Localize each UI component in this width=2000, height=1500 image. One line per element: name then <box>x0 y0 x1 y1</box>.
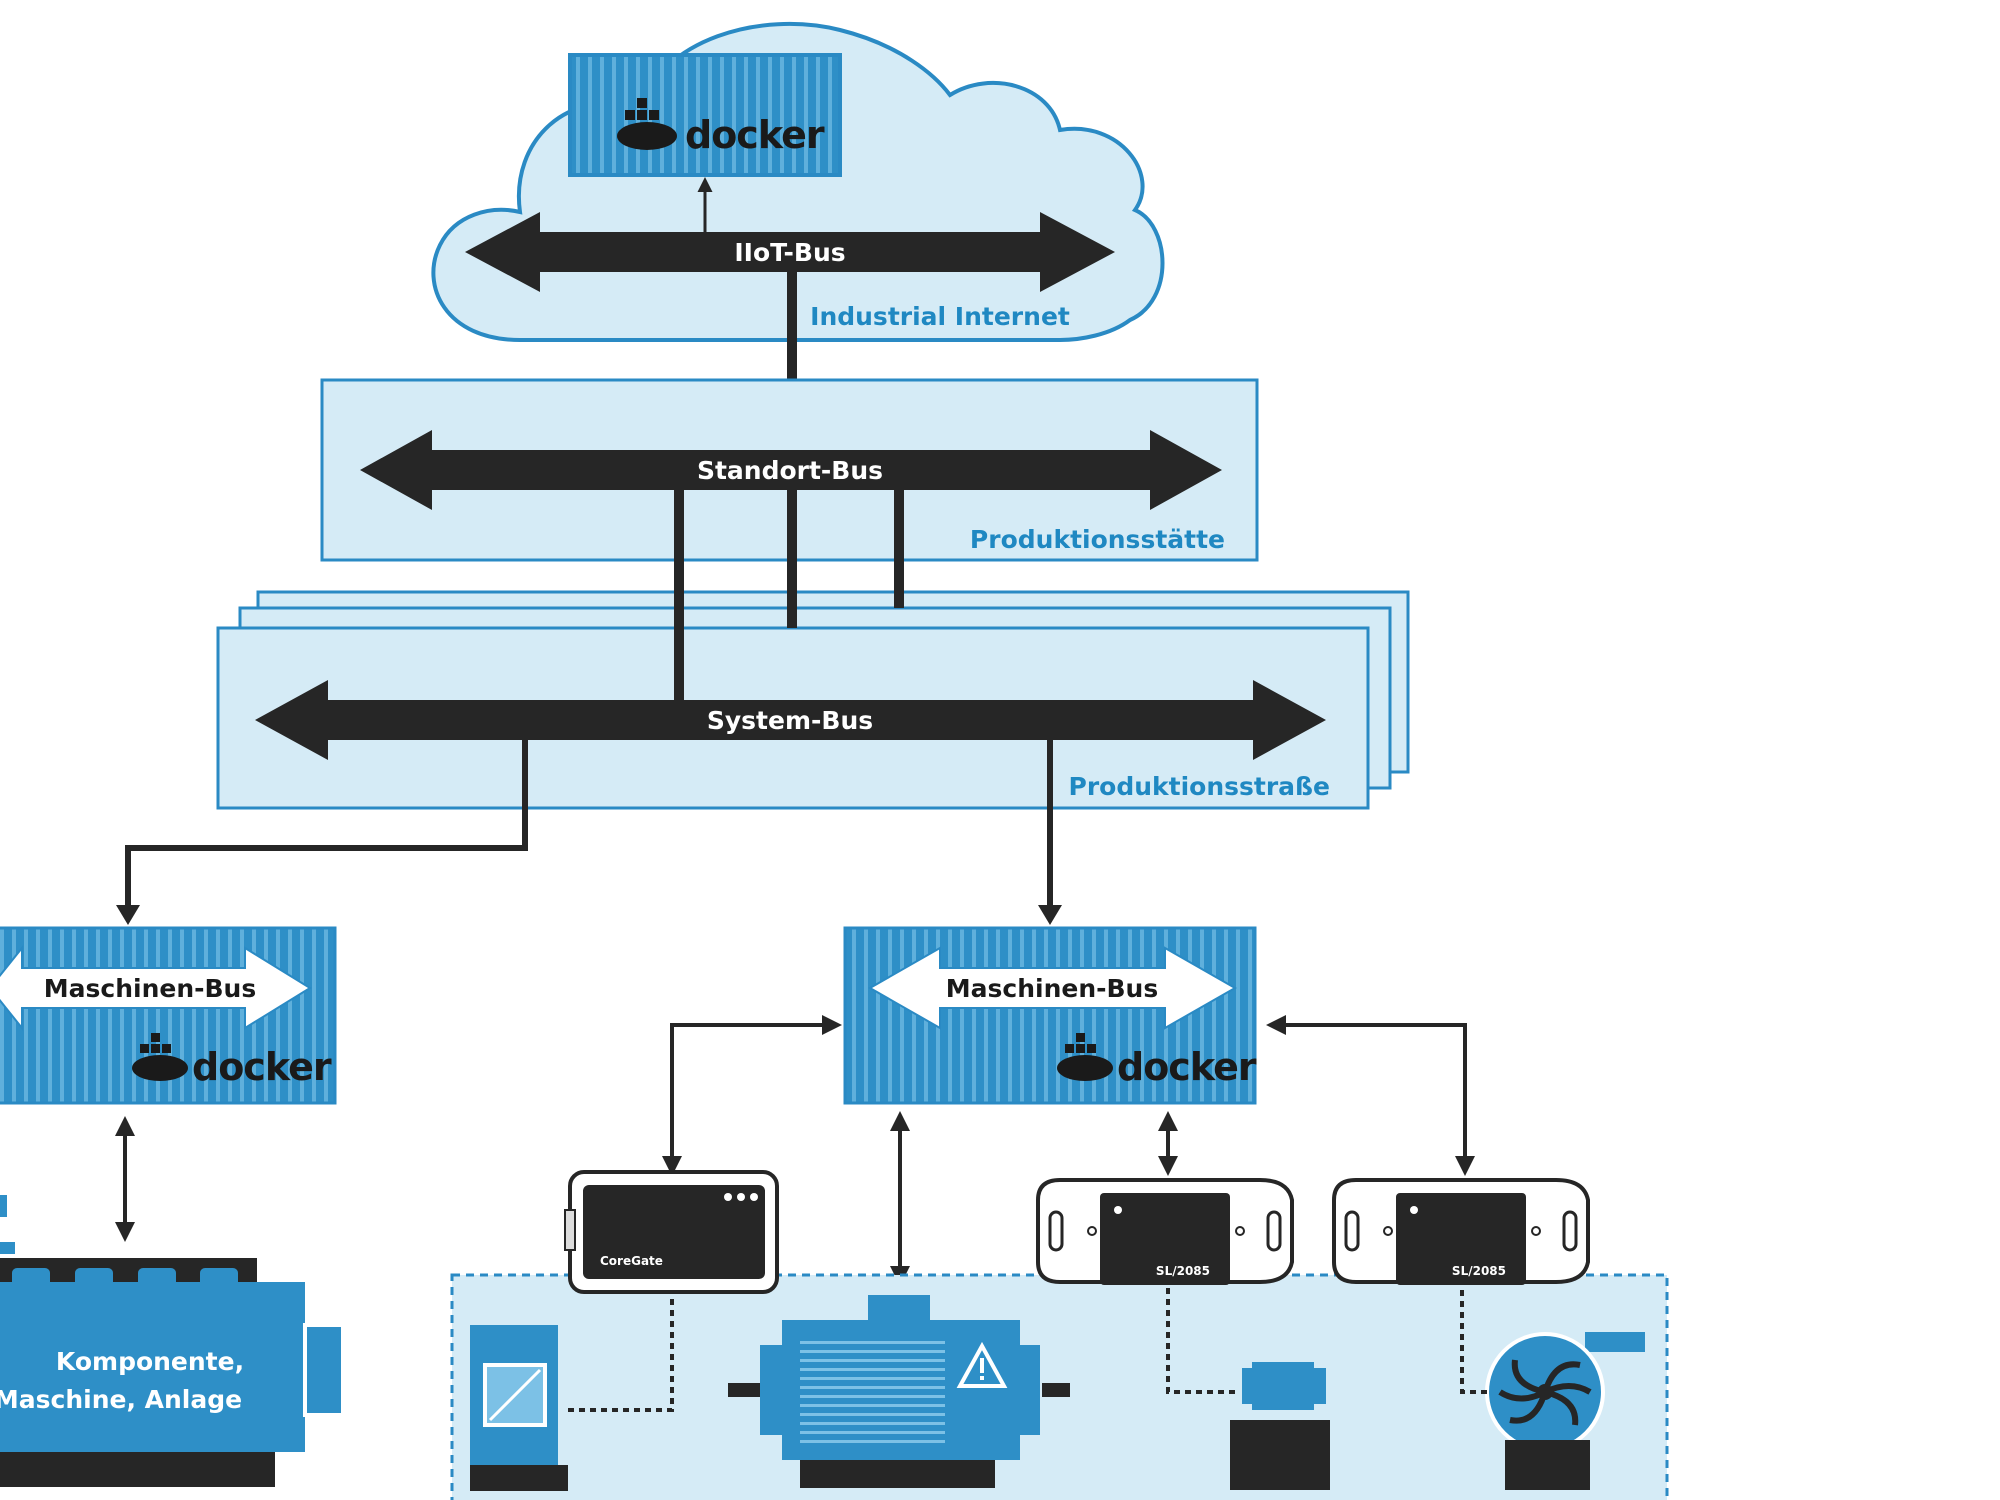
docker-whale-icon <box>1057 1033 1113 1081</box>
standort-bus-arrow <box>360 430 1222 510</box>
standort-bus-label: Standort-Bus <box>697 456 883 485</box>
sensor1-label: SL/2085 <box>1156 1264 1210 1278</box>
docker-whale-icon <box>132 1033 188 1081</box>
component-label-line2: Maschine, Anlage <box>0 1385 242 1414</box>
left-machine-container: Maschinen-Bus docker <box>0 926 337 1105</box>
warning-icon <box>956 1341 1008 1388</box>
connector-system-to-left <box>125 740 528 910</box>
line-zone: System-Bus Produktionsstraße <box>216 490 1410 810</box>
frequency-converter <box>470 1325 568 1491</box>
small-pump <box>1230 1362 1330 1490</box>
cloud-docker-logo-text: docker <box>685 113 825 157</box>
industrial-internet-label: Industrial Internet <box>810 302 1070 331</box>
gateway-device: CoreGate <box>564 1170 779 1294</box>
sensor-device-2: SL/2085 <box>1332 1178 1590 1285</box>
produktionsstaette-label: Produktionsstätte <box>970 525 1225 554</box>
system-bus-label: System-Bus <box>707 706 873 735</box>
cloud-docker-container: docker <box>568 53 842 177</box>
left-machine-bus-arrow <box>0 945 312 1031</box>
right-machine-bus-label: Maschinen-Bus <box>946 974 1158 1003</box>
docker-whale-icon <box>617 98 677 150</box>
iiot-bus-arrow <box>465 212 1115 292</box>
right-machine-container: Maschinen-Bus docker <box>843 926 1258 1105</box>
right-machine-bus-arrow <box>867 946 1238 1030</box>
electric-motor <box>728 1295 1070 1488</box>
left-machine-bus-label: Maschinen-Bus <box>44 974 256 1003</box>
gateway-label: CoreGate <box>600 1254 663 1268</box>
left-component-machine: Komponente, Maschine, Anlage <box>0 1258 345 1487</box>
site-zone: Standort-Bus Produktionsstätte <box>320 378 1259 562</box>
cloud-zone: docker IIoT-Bus Industrial Internet <box>431 22 1165 342</box>
sensor-device-1: SL/2085 <box>1036 1178 1294 1285</box>
iiot-bus-label: IIoT-Bus <box>734 238 845 267</box>
sensor2-label: SL/2085 <box>1452 1264 1506 1278</box>
field-device-area <box>450 1273 1669 1500</box>
left-docker-logo-text: docker <box>192 1045 332 1089</box>
produktionsstrasse-label: Produktionsstraße <box>1069 772 1331 801</box>
component-label-line1: Komponente, <box>56 1347 244 1376</box>
fan <box>1485 1332 1645 1490</box>
right-docker-logo-text: docker <box>1117 1045 1257 1089</box>
